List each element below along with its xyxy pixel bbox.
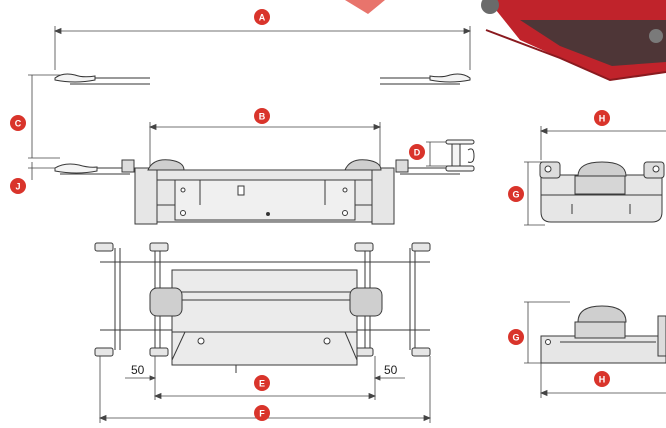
dimension-50-left (125, 375, 157, 381)
svg-text:H: H (599, 375, 606, 385)
dimension-e (153, 356, 377, 400)
arm-pad-detail (445, 139, 475, 172)
svg-text:J: J (15, 182, 20, 192)
badge-h-top: H (594, 110, 610, 126)
dimension-50-right (373, 375, 405, 381)
dimension-value-right: 50 (384, 363, 398, 377)
badge-a: A (254, 9, 270, 25)
dimension-c (28, 74, 60, 159)
svg-text:C: C (15, 119, 22, 129)
plan-view (94, 242, 431, 373)
badge-h-bottom: H (594, 371, 610, 387)
svg-text:G: G (512, 190, 519, 200)
side-elevation (54, 159, 460, 225)
dimension-a (53, 26, 472, 70)
svg-text:F: F (259, 409, 265, 419)
badge-e: E (254, 375, 270, 391)
dimension-value-left: 50 (131, 363, 145, 377)
dimension-h-bottom (539, 363, 666, 398)
svg-text:D: D (414, 148, 421, 158)
badge-b: B (254, 108, 270, 124)
svg-text:G: G (512, 333, 519, 343)
badge-c: C (10, 115, 26, 131)
svg-text:A: A (259, 13, 266, 23)
red-corner-tab-icon (345, 0, 385, 14)
svg-text:H: H (599, 114, 606, 124)
badge-g-bottom: G (508, 329, 524, 345)
svg-text:E: E (259, 379, 265, 389)
end-view-bottom (540, 305, 666, 364)
dimension-h-top (539, 126, 666, 160)
badge-g-top: G (508, 186, 524, 202)
dimension-b (148, 122, 382, 168)
end-view-top (539, 161, 665, 223)
badge-j: J (10, 178, 26, 194)
svg-text:B: B (259, 112, 266, 122)
badge-f: F (254, 405, 270, 421)
badge-d: D (409, 144, 425, 160)
dimension-d (426, 141, 450, 167)
top-arms-spread (54, 73, 471, 85)
product-photo-corner (481, 0, 666, 82)
